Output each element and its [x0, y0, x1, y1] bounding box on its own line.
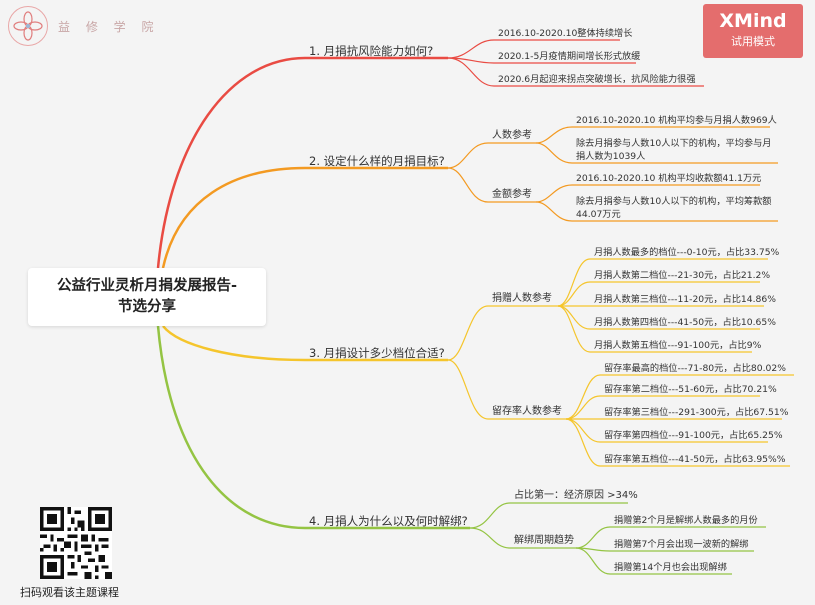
branch-2-topic[interactable]: 2. 设定什么样的月捐目标? [309, 154, 445, 168]
branch-2-leaf[interactable]: 2016.10-2020.10 机构平均收款额41.1万元 [576, 173, 762, 184]
branch-3-leaf[interactable]: 月捐人数第五档位---91-100元，占比9% [594, 340, 762, 351]
branch-4-topic[interactable]: 4. 月捐人为什么以及何时解绑? [309, 514, 468, 528]
branch-4-leaf[interactable]: 捐赠第14个月也会出现解绑 [614, 562, 727, 573]
xmind-watermark: XMind 试用模式 [703, 4, 803, 58]
branch-3-leaf[interactable]: 月捐人数最多的档位---0-10元，占比33.75% [594, 247, 780, 258]
branch-1-leaf[interactable]: 2016.10-2020.10整体持续增长 [498, 28, 633, 39]
branch-1-topic[interactable]: 1. 月捐抗风险能力如何? [309, 44, 434, 58]
branch-2-group-topic[interactable]: 人数参考 [492, 130, 532, 141]
central-topic-line2: 节选分享 [118, 299, 176, 315]
branch-3-leaf[interactable]: 月捐人数第二档位---21-30元，占比21.2% [594, 270, 771, 281]
branch-4-leaf[interactable]: 捐赠第2个月是解绑人数最多的月份 [614, 515, 758, 526]
branch-3-leaf[interactable]: 月捐人数第四档位---41-50元，占比10.65% [594, 317, 776, 328]
branch-2-group-topic[interactable]: 金额参考 [492, 189, 532, 200]
branch-3-leaf[interactable]: 月捐人数第三档位---11-20元，占比14.86% [594, 294, 776, 305]
branch-4-group-topic[interactable]: 解绑周期趋势 [514, 535, 574, 546]
logo: 益 修 学 院 [8, 6, 159, 46]
qr-caption: 扫码观看该主题课程 [20, 586, 119, 599]
branch-4-connector [156, 325, 470, 530]
branch-3-leaf[interactable]: 留存率第四档位---91-100元，占比65.25% [604, 430, 783, 441]
branch-3-leaf[interactable]: 留存率第五档位---41-50元，占比63.95%% [604, 454, 786, 465]
watermark-brand: XMind [719, 10, 787, 32]
branch-3-leaf[interactable]: 留存率第二档位---51-60元，占比70.21% [604, 384, 777, 395]
branch-2-leaf[interactable]: 除去月捐参与人数10人以下的机构，平均参与月捐人数为1039人 [576, 138, 772, 162]
branch-3-leaf[interactable]: 留存率第三档位---291-300元，占比67.51% [604, 407, 789, 418]
branch-1-connector [156, 56, 448, 269]
watermark-mode: 试用模式 [731, 35, 775, 48]
branch-2-connector [161, 166, 448, 269]
flower-logo-icon [8, 6, 48, 46]
central-topic[interactable]: 公益行业灵析月捐发展报告- 节选分享 [28, 268, 266, 326]
branch-2-leaf[interactable]: 除去月捐参与人数10人以下的机构，平均筹款额44.07万元 [576, 196, 772, 220]
central-topic-line1: 公益行业灵析月捐发展报告- [56, 278, 238, 294]
branch-3-leaf[interactable]: 留存率最高的档位---71-80元，占比80.02% [604, 363, 786, 374]
branch-3-topic[interactable]: 3. 月捐设计多少档位合适? [309, 346, 445, 360]
branch-1-leaf[interactable]: 2020.1-5月疫情期间增长形式放缓 [498, 51, 641, 62]
branch-3-group-topic[interactable]: 捐赠人数参考 [492, 293, 552, 304]
qr-code[interactable] [40, 507, 112, 579]
branch-4-group-topic[interactable]: 占比第一：经济原因 >34% [514, 490, 638, 501]
branch-3-group-topic[interactable]: 留存率人数参考 [492, 406, 562, 417]
branch-2-leaf[interactable]: 2016.10-2020.10 机构平均参与月捐人数969人 [576, 115, 777, 126]
logo-text: 益 修 学 院 [58, 19, 160, 34]
branch-1-leaf[interactable]: 2020.6月起迎来拐点突破增长，抗风险能力很强 [498, 74, 696, 85]
branch-4-leaf[interactable]: 捐赠第7个月会出现一波新的解绑 [614, 539, 749, 550]
branch-3-connector [162, 325, 448, 362]
